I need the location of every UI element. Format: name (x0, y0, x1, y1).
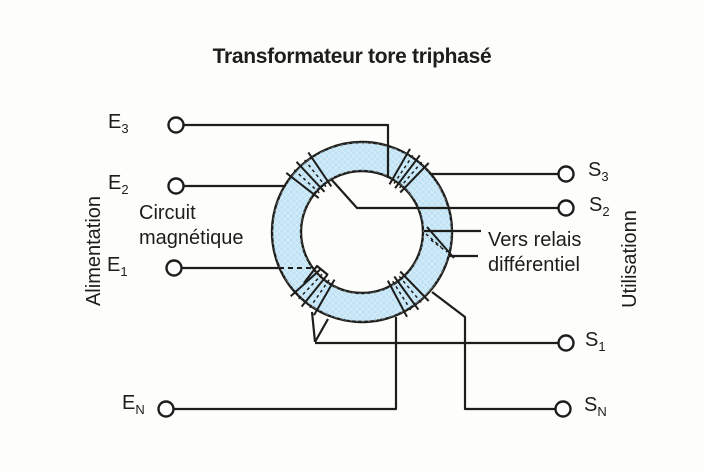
side-label-utilisation: Utilisationn (618, 210, 641, 308)
terminal-label-s2: S2 (589, 194, 610, 219)
wire-e3 (183, 123, 390, 177)
core-hatch-texture (272, 142, 452, 322)
winding-group-upper-left (285, 151, 333, 199)
relay-annotation-line2: différentiel (488, 254, 580, 276)
terminal-s2 (557, 199, 575, 217)
wire-sn (431, 291, 556, 411)
core-annotation: Circuit magnétique (139, 201, 244, 251)
terminal-label-e1: E1 (107, 254, 128, 279)
terminal-s1 (557, 334, 575, 352)
terminal-label-e2: E2 (108, 172, 129, 197)
relay-annotation: Vers relais différentiel (488, 228, 581, 278)
diagram-title: Transformateur tore triphasé (212, 45, 492, 68)
terminal-label-en: EN (122, 392, 145, 417)
wire-en (174, 317, 398, 411)
terminal-e3 (167, 116, 185, 134)
winding-group-bottom-right (386, 270, 430, 318)
terminal-label-s3: S3 (588, 159, 609, 184)
winding-group-bottom-left (290, 268, 336, 316)
terminal-s3 (557, 165, 575, 183)
terminal-label-s1: S1 (585, 329, 606, 354)
side-label-alimentation: Alimentation (82, 195, 105, 307)
terminal-e2 (167, 177, 185, 195)
terminal-label-e3: E3 (108, 111, 129, 136)
core-annotation-line1: Circuit (139, 202, 196, 224)
wire-s1-lead-a (310, 311, 317, 343)
wires (174, 123, 559, 411)
terminals (157, 116, 575, 418)
core-annotation-line2: magnétique (139, 227, 244, 249)
winding-group-relay (425, 226, 455, 259)
wire-s1-lead-b (314, 318, 329, 343)
terminal-en (157, 400, 175, 418)
terminal-e1 (165, 259, 183, 277)
relay-annotation-line1: Vers relais (488, 229, 582, 251)
terminal-sn (554, 400, 572, 418)
winding-group-top-right (388, 148, 430, 194)
terminal-label-sn: SN (584, 394, 607, 419)
wire-e1-turn (303, 264, 329, 284)
wire-s2 (330, 178, 559, 210)
